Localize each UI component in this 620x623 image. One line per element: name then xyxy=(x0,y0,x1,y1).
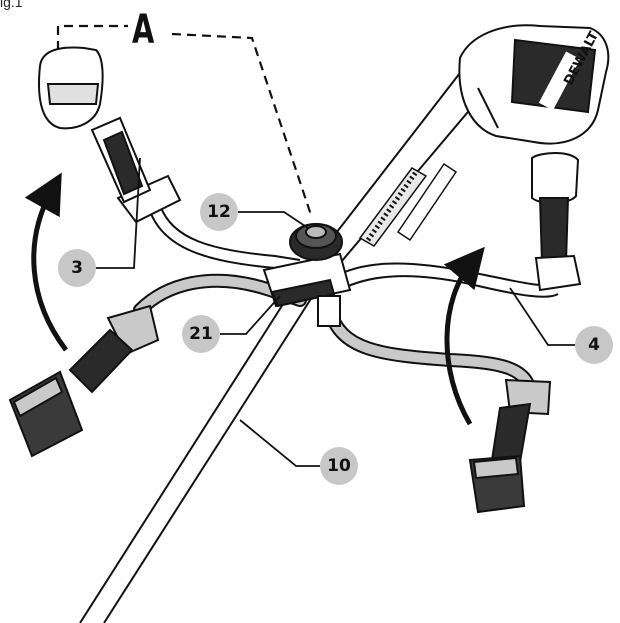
callout-3: 3 xyxy=(58,249,96,287)
callout-leaders xyxy=(96,157,575,467)
callout-10: 10 xyxy=(320,447,358,485)
rotation-arrow-right xyxy=(443,246,485,426)
callout-21: 21 xyxy=(182,315,220,353)
motor-head xyxy=(458,24,610,145)
handle-clamp xyxy=(262,223,352,327)
figure-label: ig.1 xyxy=(0,0,23,10)
view-a-dashed-leader xyxy=(56,24,314,219)
left-grip-lowered xyxy=(8,304,160,458)
right-grip-lowered xyxy=(468,378,552,514)
right-grip-raised xyxy=(531,152,582,292)
left-grip-raised xyxy=(38,46,182,224)
shaft-grip xyxy=(358,162,458,247)
rotation-arrow-left xyxy=(24,172,68,352)
callout-4: 4 xyxy=(575,326,613,364)
view-a-label: A xyxy=(132,7,155,53)
callout-12: 12 xyxy=(200,193,238,231)
